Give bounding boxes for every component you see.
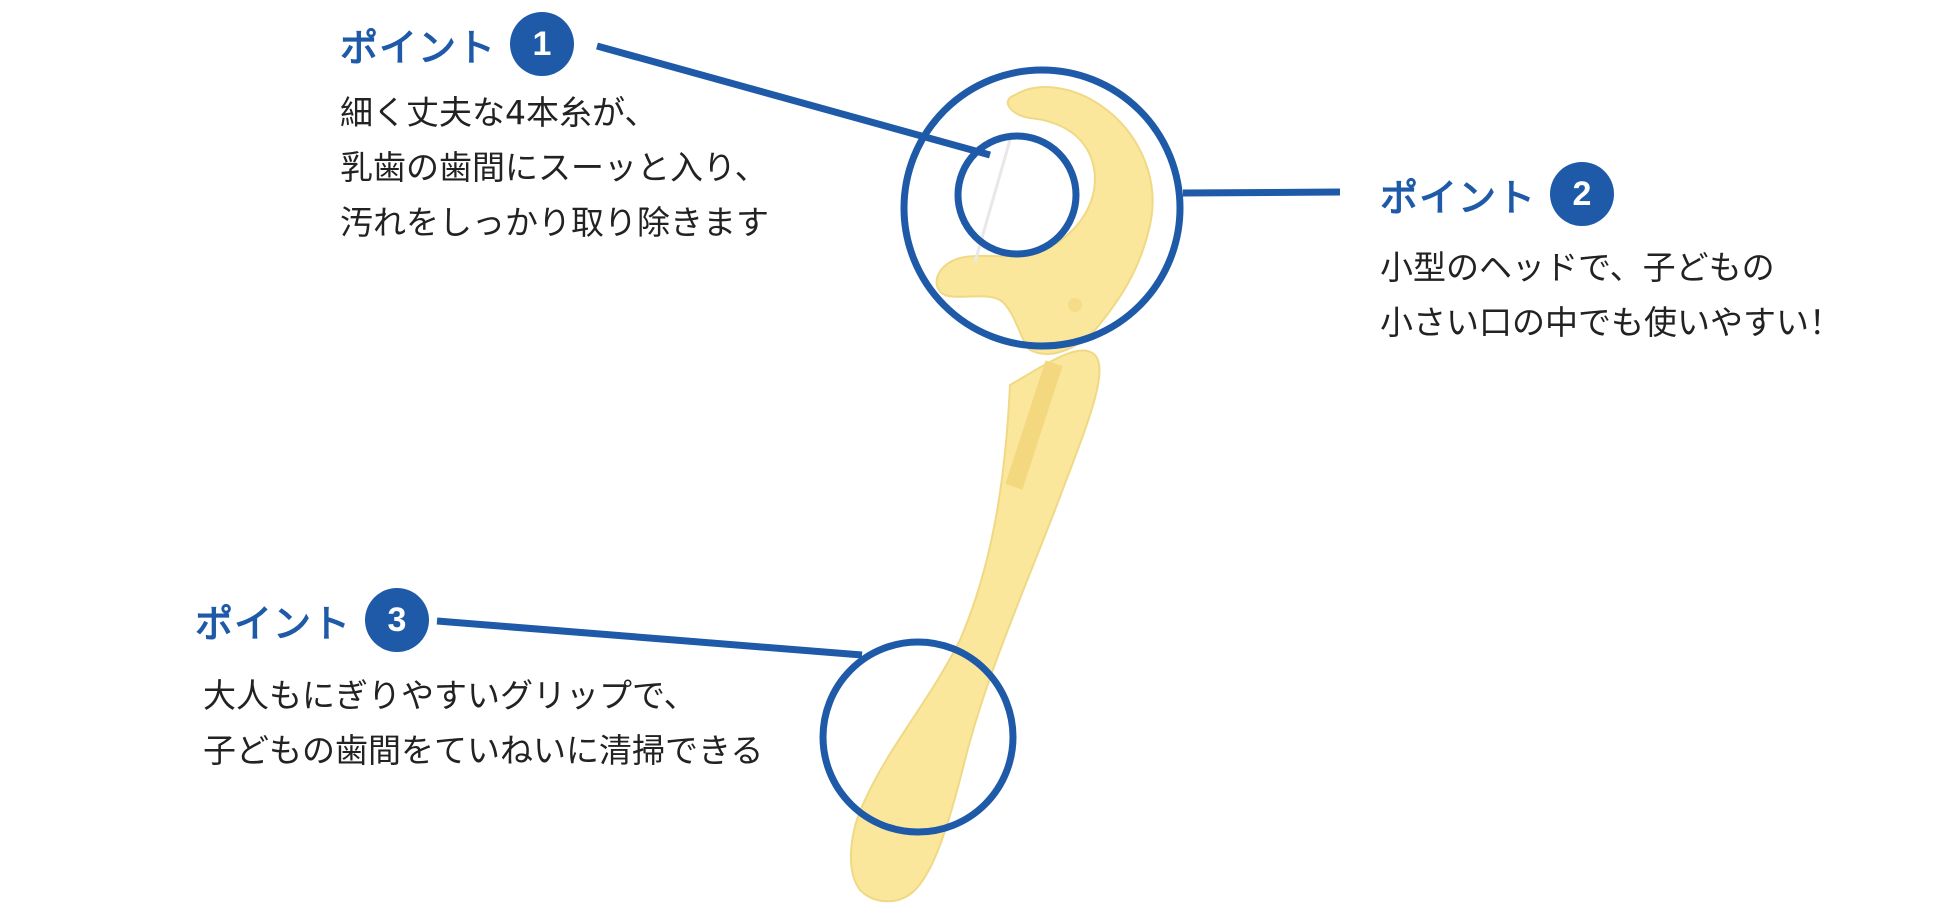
point-2-line-2: 小さい口の中でも使いやすい！ <box>1380 303 1842 342</box>
point-2-line-1: 小型のヘッドで、子どもの <box>1380 248 1775 287</box>
point-1-number-badge: 1 <box>510 12 575 76</box>
point-2-number-badge: 2 <box>1550 162 1615 226</box>
connector-line-2 <box>1182 188 1341 197</box>
point-1-heading: ポイント 1 <box>340 12 575 76</box>
floss-pick-handle <box>849 349 1101 903</box>
point-1-label: ポイント <box>340 25 497 70</box>
head-dot <box>1068 298 1082 312</box>
point-2-heading: ポイント 2 <box>1380 162 1615 226</box>
highlight-circle-1 <box>954 132 1080 258</box>
floss-pick-head <box>935 86 1154 355</box>
highlight-circle-2 <box>900 66 1184 350</box>
point-3-number-badge: 3 <box>365 588 430 652</box>
point-1-description: 細く丈夫な4本糸が、 乳歯の歯間にスーッと入り、 汚れをしっかり取り除きます <box>340 85 769 250</box>
point-2-description: 小型のヘッドで、子どもの 小さい口の中でも使いやすい！ <box>1380 240 1842 350</box>
highlight-circle-3 <box>819 638 1017 836</box>
connector-line-3 <box>436 617 863 659</box>
point-1-line-1: 細く丈夫な4本糸が、 <box>340 93 658 132</box>
point-2-label: ポイント <box>1380 175 1537 220</box>
point-3-label: ポイント <box>195 601 352 646</box>
floss-pick-image <box>849 86 1154 903</box>
point-3-description: 大人もにぎりやすいグリップで、 子どもの歯間をていねいに清掃できる <box>203 668 763 778</box>
point-1-line-3: 汚れをしっかり取り除きます <box>340 203 769 242</box>
point-3-heading: ポイント 3 <box>195 588 430 652</box>
handle-emboss <box>1005 360 1063 490</box>
point-3-line-1: 大人もにぎりやすいグリップで、 <box>203 676 697 715</box>
point-3-line-2: 子どもの歯間をていねいに清掃できる <box>203 731 764 770</box>
point-1-line-2: 乳歯の歯間にスーッと入り、 <box>340 148 768 187</box>
